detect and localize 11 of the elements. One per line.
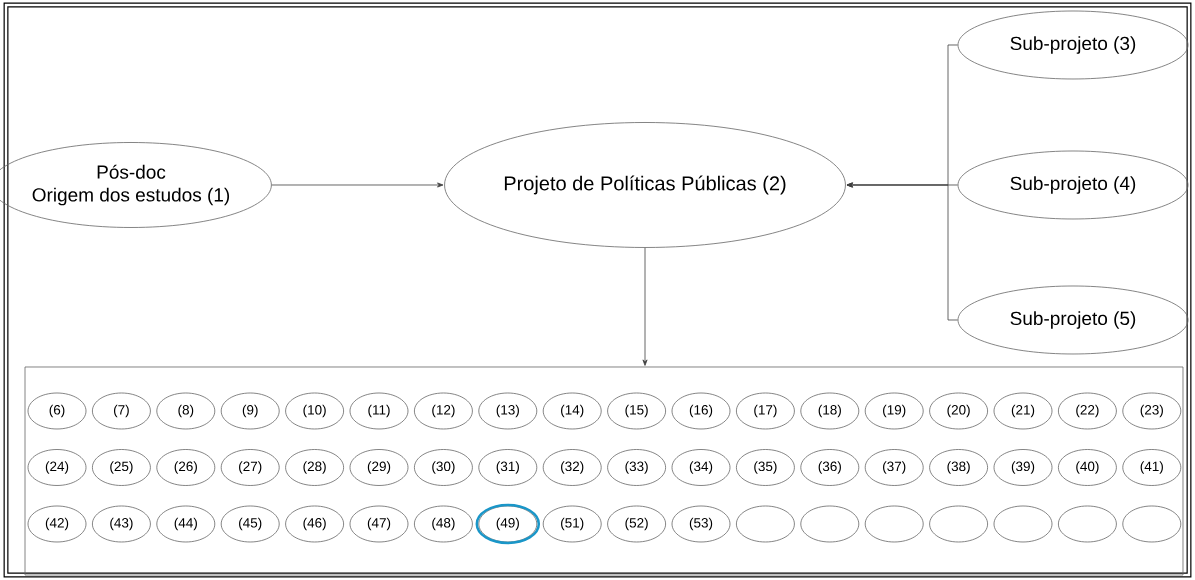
- empty-ellipse: [800, 505, 860, 543]
- empty-ellipse: [1122, 505, 1182, 543]
- empty-ellipse: [864, 505, 924, 543]
- arrow: [642, 247, 648, 366]
- empty-ellipse: [736, 505, 795, 543]
- empty-ellipse: [993, 505, 1053, 543]
- empty-ellipse: [929, 505, 988, 543]
- container-box: [24, 366, 1184, 576]
- empty-ellipse: [1058, 505, 1117, 543]
- arrow: [271, 182, 444, 188]
- arrow: [846, 182, 958, 321]
